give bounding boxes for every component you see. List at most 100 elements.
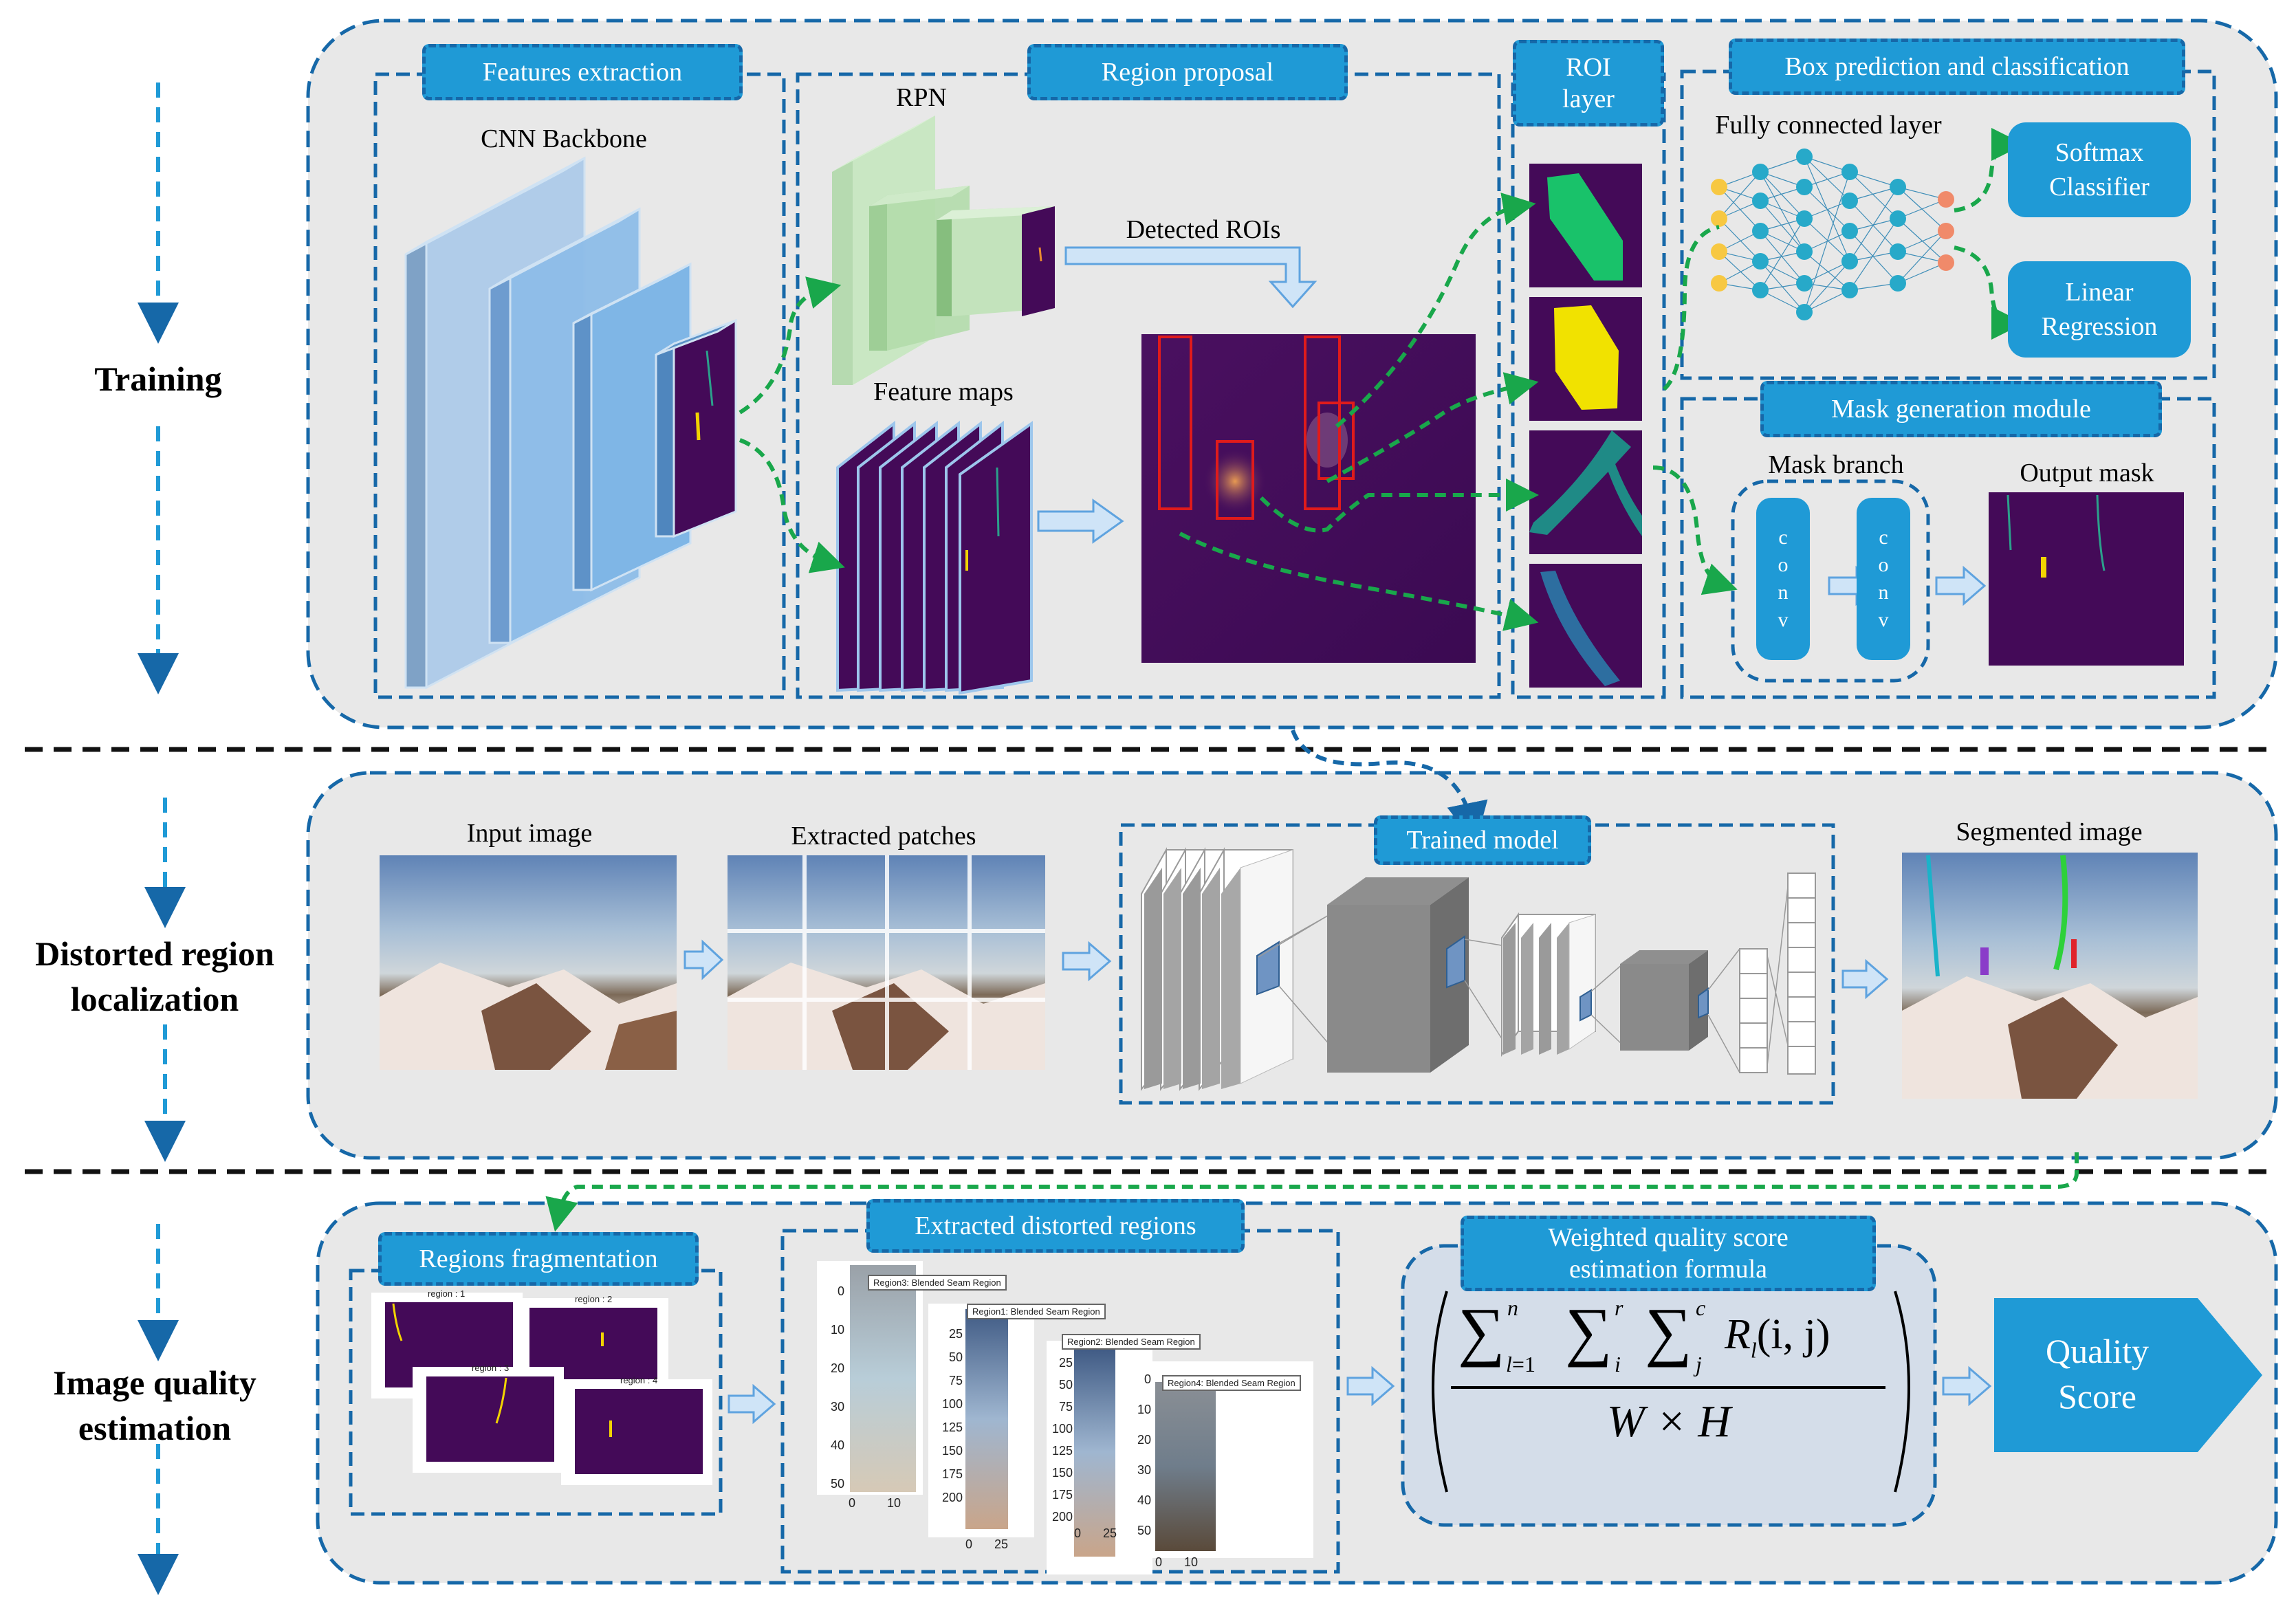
conv-letter: v (1878, 608, 1889, 631)
sum-lower-j: j (1696, 1352, 1702, 1376)
trained-model-network (1141, 847, 1816, 1091)
quality-score-shape (1994, 1298, 2262, 1452)
stage-label-localization-line2: localization (70, 980, 239, 1018)
tick: 0 (1144, 1372, 1151, 1386)
output-mask-label: Output mask (2020, 459, 2154, 487)
tick: 125 (1051, 1444, 1073, 1458)
quality-arrows (728, 1365, 1992, 1425)
stage-label-quality-line1: Image quality (53, 1363, 256, 1402)
tick: 100 (941, 1397, 963, 1411)
stage-label-quality: Image quality estimation (14, 1360, 296, 1451)
tick: 150 (941, 1444, 963, 1458)
stage-label-localization-line1: Distorted region (35, 934, 274, 973)
tick: 75 (948, 1374, 963, 1387)
training-to-model-arrow (1291, 729, 1488, 844)
regions-fragmentation-label: Regions fragmentation (378, 1232, 699, 1286)
detected-rois-label: Detected ROIs (1126, 215, 1281, 244)
extracted-patches-photo (728, 855, 1045, 1070)
tick: 0 (837, 1284, 844, 1298)
roi-layer-line2: layer (1562, 85, 1615, 113)
tick: 30 (830, 1400, 844, 1414)
tick: 40 (1137, 1493, 1151, 1507)
features-extraction-label: Features extraction (422, 44, 743, 100)
input-image-photo (380, 855, 677, 1070)
segmented-image-label: Segmented image (1956, 818, 2143, 846)
tick: 50 (1058, 1378, 1073, 1392)
softmax-line1: Softmax (2055, 138, 2144, 167)
sum-upper-r: r (1615, 1295, 1623, 1320)
quality-score-line2: Score (2058, 1377, 2136, 1416)
softmax-classifier-box: Softmax Classifier (2008, 122, 2191, 217)
tick: 20 (830, 1361, 844, 1375)
region-proposal-label: Region proposal (1027, 44, 1348, 100)
green-dashed-arrows (739, 128, 2024, 631)
tick: 25 (1058, 1356, 1073, 1370)
fc-nodes (1711, 149, 1954, 320)
mask-branch-label: Mask branch (1768, 450, 1904, 479)
conv-letter: n (1778, 581, 1789, 604)
fragment-title-2: region : 2 (575, 1294, 613, 1304)
conv-letter: c (1778, 526, 1788, 549)
fragment-title-3: region : 3 (472, 1363, 510, 1373)
tick: 75 (1058, 1400, 1073, 1414)
roi-crops (1529, 164, 1642, 688)
rpn-label: RPN (896, 83, 947, 112)
input-image-label: Input image (466, 819, 593, 848)
softmax-line2: Classifier (2049, 173, 2150, 201)
sum-upper-c: c (1696, 1295, 1706, 1320)
region-title-4: Region4: Blended Seam Region (1162, 1375, 1301, 1391)
tick: 125 (941, 1420, 963, 1434)
tick: 40 (830, 1438, 844, 1452)
mask-module-box (1680, 397, 2216, 699)
localization-arrows (684, 939, 1889, 1000)
conv-letter: o (1878, 553, 1889, 576)
sum-symbol-i: ∑ (1565, 1294, 1612, 1368)
region1-xtick-0: 0 (965, 1537, 973, 1551)
region4-yticks: 0 10 20 30 40 50 (1128, 1372, 1151, 1558)
box-prediction-label: Box prediction and classification (1729, 39, 2185, 95)
conv-letter: o (1778, 553, 1789, 576)
region-term: Rl(i, j) (1725, 1311, 1830, 1363)
fully-connected-network (1718, 156, 1947, 313)
segmented-to-quality-arrow (545, 1152, 2079, 1232)
region2-yticks: 25 50 75 100 125 150 175 200 (1042, 1356, 1073, 1562)
stage-label-training: Training (94, 360, 222, 398)
sum-symbol-j: ∑ (1645, 1294, 1692, 1368)
tick: 200 (1051, 1510, 1073, 1524)
linear-line1: Linear (2065, 278, 2134, 307)
sum-lower-i: i (1615, 1352, 1621, 1376)
tick: 100 (1051, 1422, 1073, 1436)
region3-xtick-1: 10 (887, 1496, 901, 1510)
tick: 50 (1137, 1524, 1151, 1537)
cnn-backbone-slabs (404, 156, 737, 690)
quality-score-line1: Quality (2046, 1332, 2149, 1370)
tick: 30 (1137, 1463, 1151, 1477)
sum-symbol-l: ∑ (1458, 1294, 1505, 1368)
linear-regression-box: Linear Regression (2008, 261, 2191, 358)
formula-denominator: W × H (1606, 1396, 1731, 1447)
region-title-3: Region3: Blended Seam Region (868, 1275, 1007, 1291)
rpn-blocks (832, 116, 1055, 385)
region-title-1: Region1: Blended Seam Region (967, 1304, 1106, 1319)
conv-block-2: c o n v (1857, 498, 1910, 660)
sum-lower-l: l=1 (1506, 1352, 1535, 1376)
formula-panel (1401, 1244, 1937, 1527)
tick: 25 (948, 1327, 963, 1341)
side-arrows (138, 83, 186, 1595)
conv-letter: v (1778, 608, 1789, 631)
weighted-line1: Weighted quality score (1548, 1223, 1789, 1252)
tick: 50 (948, 1350, 963, 1364)
region2-xtick-0: 0 (1074, 1526, 1082, 1540)
fragment-title-1: region : 1 (428, 1288, 466, 1299)
tick: 200 (941, 1491, 963, 1504)
conv-block-1: c o n v (1756, 498, 1810, 660)
tick: 10 (830, 1323, 844, 1337)
conv-letter: c (1879, 526, 1888, 549)
feature-maps-stack (836, 420, 1033, 695)
detected-rois-map (1141, 334, 1476, 663)
feature-maps-label: Feature maps (873, 377, 1014, 406)
region3-xtick-0: 0 (849, 1496, 856, 1510)
stage-label-quality-line2: estimation (78, 1409, 232, 1447)
